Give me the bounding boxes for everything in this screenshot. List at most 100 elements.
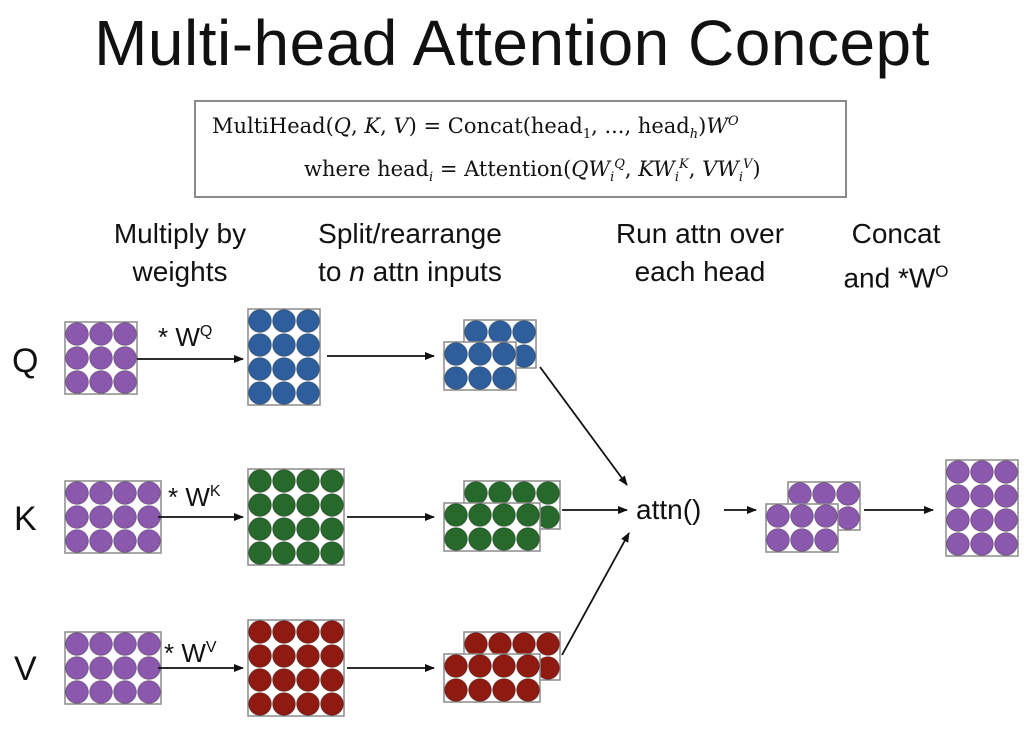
matrix-cell bbox=[444, 654, 468, 678]
matrix-cell bbox=[516, 503, 540, 527]
matrix-cell bbox=[137, 656, 161, 680]
matrix-cell bbox=[272, 620, 296, 644]
matrix-cell bbox=[512, 320, 536, 344]
v-input-matrix bbox=[64, 631, 162, 705]
matrix-cell bbox=[492, 503, 516, 527]
matrix-cell bbox=[492, 527, 516, 551]
matrix-cell bbox=[89, 505, 113, 529]
head-formula: where headi = Attention(QWiQ, KWiK, VWiV… bbox=[304, 157, 761, 186]
matrix-cell bbox=[488, 481, 512, 505]
matrix-cell bbox=[790, 528, 814, 552]
matrix-cell bbox=[320, 620, 344, 644]
matrix-cell bbox=[444, 527, 468, 551]
arrow-v-to-attn bbox=[561, 532, 630, 656]
op-label-wq: * WQ bbox=[158, 322, 213, 352]
matrix-cell bbox=[468, 366, 492, 390]
matrix-cell bbox=[320, 541, 344, 565]
matrix-cell bbox=[65, 505, 89, 529]
matrix-cell bbox=[516, 654, 540, 678]
v-projected-matrix bbox=[247, 619, 345, 717]
multihead-formula: MultiHead(Q, K, V) = Concat(head1, ..., … bbox=[212, 114, 739, 143]
matrix-cell bbox=[320, 668, 344, 692]
matrix-cell bbox=[946, 508, 970, 532]
matrix-cell bbox=[65, 529, 89, 553]
matrix-cell bbox=[272, 381, 296, 405]
matrix-cell bbox=[296, 541, 320, 565]
matrix-cell bbox=[970, 508, 994, 532]
matrix-cell bbox=[296, 620, 320, 644]
matrix-cell bbox=[137, 529, 161, 553]
matrix-cell bbox=[89, 656, 113, 680]
matrix-cell bbox=[536, 481, 560, 505]
matrix-cell bbox=[512, 632, 536, 656]
matrix-cell bbox=[320, 493, 344, 517]
row-label-v: V bbox=[14, 650, 37, 688]
step-concat-label: Concat and *WO bbox=[843, 218, 949, 294]
matrix-cell bbox=[248, 381, 272, 405]
matrix-cell bbox=[65, 632, 89, 656]
matrix-cell bbox=[788, 482, 812, 506]
matrix-cell bbox=[248, 644, 272, 668]
matrix-cell bbox=[113, 632, 137, 656]
matrix-cell bbox=[296, 493, 320, 517]
matrix-cell bbox=[89, 680, 113, 704]
matrix-cell bbox=[272, 644, 296, 668]
matrix-cell bbox=[946, 484, 970, 508]
matrix-cell bbox=[137, 632, 161, 656]
matrix-cell bbox=[248, 333, 272, 357]
matrix-cell bbox=[248, 517, 272, 541]
matrix-cell bbox=[444, 503, 468, 527]
arrows bbox=[137, 352, 934, 672]
matrix-cell bbox=[248, 541, 272, 565]
matrix-cell bbox=[492, 678, 516, 702]
step-split-label: Split/rearrange to n attn inputs bbox=[318, 218, 502, 287]
matrix-cell bbox=[296, 309, 320, 333]
matrix-cell bbox=[65, 346, 89, 370]
matrix-cell bbox=[248, 357, 272, 381]
matrix-cell bbox=[272, 541, 296, 565]
matrix-cell bbox=[836, 506, 860, 530]
matrix-cell bbox=[970, 532, 994, 556]
matrix-cell bbox=[766, 528, 790, 552]
matrix-cell bbox=[994, 508, 1018, 532]
matrix-cell bbox=[814, 528, 838, 552]
matrix-cell bbox=[89, 370, 113, 394]
formula-box: MultiHead(Q, K, V) = Concat(head1, ..., … bbox=[194, 100, 847, 198]
v-head-front bbox=[443, 653, 541, 703]
k-head-front bbox=[443, 502, 541, 552]
matrix-cell bbox=[296, 692, 320, 716]
matrix-cell bbox=[248, 668, 272, 692]
matrix-cell bbox=[970, 484, 994, 508]
matrix-cell bbox=[994, 484, 1018, 508]
matrix-cell bbox=[468, 342, 492, 366]
matrix-cell bbox=[89, 632, 113, 656]
matrix-cell bbox=[994, 532, 1018, 556]
matrix-cell bbox=[113, 680, 137, 704]
matrix-cell bbox=[272, 692, 296, 716]
matrix-cell bbox=[89, 322, 113, 346]
q-projected-matrix bbox=[247, 308, 321, 406]
matrix-cell bbox=[536, 632, 560, 656]
matrix-cell bbox=[468, 678, 492, 702]
matrix-cell bbox=[137, 680, 161, 704]
matrix-cell bbox=[970, 460, 994, 484]
matrix-cell bbox=[320, 517, 344, 541]
matrix-cell bbox=[296, 517, 320, 541]
attn-function-label: attn() bbox=[636, 494, 702, 525]
concat-output-matrix bbox=[945, 459, 1019, 557]
matrix-cell bbox=[296, 333, 320, 357]
matrix-cell bbox=[444, 678, 468, 702]
matrix-cell bbox=[320, 469, 344, 493]
matrix-cell bbox=[248, 469, 272, 493]
matrix-cell bbox=[113, 346, 137, 370]
matrix-cell bbox=[113, 529, 137, 553]
matrix-cell bbox=[89, 346, 113, 370]
matrix-cell bbox=[65, 481, 89, 505]
matrix-cell bbox=[464, 320, 488, 344]
matrix-cell bbox=[248, 493, 272, 517]
matrix-cell bbox=[492, 342, 516, 366]
matrix-cell bbox=[272, 517, 296, 541]
